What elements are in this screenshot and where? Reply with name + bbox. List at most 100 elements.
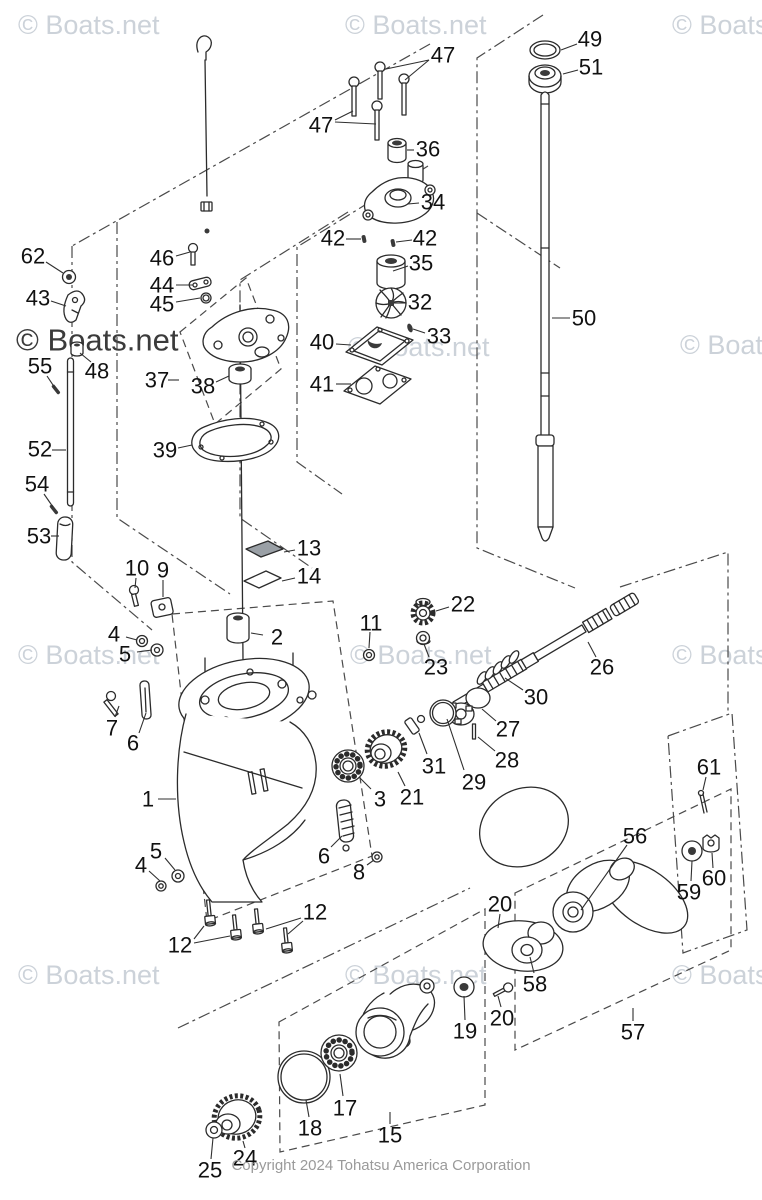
watermark-text: © Boats.net [680, 330, 762, 360]
pinion-nut-23-art [415, 630, 431, 646]
part-label-24: 24 [233, 1146, 257, 1171]
part-label-54: 54 [25, 472, 49, 497]
part-label-2: 2 [271, 625, 283, 650]
leader-line-11 [368, 631, 371, 649]
part-label-46: 46 [150, 246, 174, 271]
part-label-20: 20 [488, 892, 512, 917]
zone-boundaries [71, 14, 748, 1153]
part-label-15: 15 [378, 1123, 402, 1148]
part-label-61: 61 [697, 755, 721, 780]
thrust-washer-19-art [453, 976, 475, 998]
nut-8-art [371, 851, 383, 863]
leader-line-24 [242, 1140, 246, 1149]
part-label-20: 20 [490, 1006, 514, 1031]
part-label-29: 29 [462, 770, 486, 795]
spring-anode-6b-art [335, 799, 355, 852]
part-label-7: 7 [106, 716, 118, 741]
leader-line-12 [193, 925, 205, 940]
leader-line-47 [385, 59, 430, 70]
part-label-44: 44 [150, 273, 174, 298]
part-label-51: 51 [579, 55, 603, 80]
leader-line-59 [690, 860, 693, 882]
bolt-47-group-art [348, 61, 410, 141]
pin-54-art [49, 504, 59, 515]
oring-29-art [429, 699, 457, 727]
oring-18-art [277, 1050, 331, 1104]
part-label-59: 59 [677, 880, 701, 905]
leader-line-18 [305, 1099, 310, 1118]
washer-49-art [529, 40, 561, 60]
leader-line-4 [148, 870, 161, 882]
part-label-17: 17 [333, 1096, 357, 1121]
part-label-19: 19 [453, 1019, 477, 1044]
leader-line-35 [392, 265, 409, 272]
watermark-text: © Boats.net [672, 10, 762, 40]
leader-line-47 [404, 59, 430, 81]
part-label-5: 5 [119, 642, 131, 667]
watermark-text: © Boats.net [345, 10, 487, 40]
cotter-pin-61-art [697, 789, 708, 814]
leader-line-34 [407, 202, 420, 205]
leader-line-19 [463, 995, 466, 1021]
shift-cam-43-art [63, 290, 86, 323]
part-label-13: 13 [297, 536, 321, 561]
leader-line-14 [281, 577, 296, 582]
part-label-12: 12 [168, 933, 192, 958]
leader-line-20 [497, 913, 501, 929]
leader-line-22 [435, 606, 450, 612]
reverse-gear-24-art [211, 1093, 263, 1141]
clutch-pin-28-art [471, 723, 477, 740]
part-label-49: 49 [578, 27, 602, 52]
leader-line-20 [497, 995, 502, 1008]
watermark-text: © Boats.net [16, 323, 179, 358]
part-label-47: 47 [431, 43, 455, 68]
part-label-4: 4 [135, 853, 147, 878]
part-label-60: 60 [702, 866, 726, 891]
part-label-1: 1 [142, 787, 154, 812]
leader-line-56 [580, 844, 628, 911]
leader-line-31 [418, 732, 428, 755]
watermark-text: © Boats.net [672, 640, 762, 670]
dowel-pins-42-art [361, 235, 396, 247]
leader-line-48 [79, 352, 92, 363]
leader-line-23 [423, 643, 430, 658]
leader-line-47 [334, 121, 377, 125]
leader-line-62 [45, 261, 64, 274]
part-label-52: 52 [28, 437, 52, 462]
part-label-11: 11 [360, 611, 383, 636]
leader-line-12 [287, 920, 304, 935]
part-label-45: 45 [150, 292, 174, 317]
leader-line-12 [193, 935, 231, 944]
nut-11-art [362, 648, 376, 662]
anode-block-9-art [150, 597, 174, 618]
leader-line-42 [395, 239, 413, 243]
leader-line-7 [114, 705, 120, 718]
leader-line-5 [164, 857, 176, 871]
bolt-10-art [128, 584, 140, 607]
bearing-17-art [320, 1034, 358, 1072]
part-label-4: 4 [108, 622, 120, 647]
leader-line-40 [335, 343, 352, 346]
gearcase-housing-1-art [176, 652, 317, 903]
pinion-gear-22-art [410, 597, 436, 626]
leader-line-10 [134, 577, 137, 589]
leader-line-49 [560, 43, 578, 51]
part-label-33: 33 [427, 324, 451, 349]
part-label-25: 25 [198, 1158, 222, 1183]
leader-line-60 [711, 852, 714, 869]
propeller-56-art [478, 786, 689, 972]
part-label-8: 8 [353, 860, 365, 885]
part-label-27: 27 [496, 717, 520, 742]
leader-line-26 [587, 641, 597, 658]
bolt-12-group-art [204, 899, 294, 954]
leader-line-27 [481, 708, 497, 722]
watermark-text: © Boats.net [672, 960, 762, 990]
part-label-21: 21 [400, 785, 424, 810]
pump-bracket-37-art [202, 307, 290, 363]
leader-line-45 [175, 297, 201, 303]
part-label-47: 47 [309, 113, 333, 138]
leader-line-8 [366, 859, 375, 866]
